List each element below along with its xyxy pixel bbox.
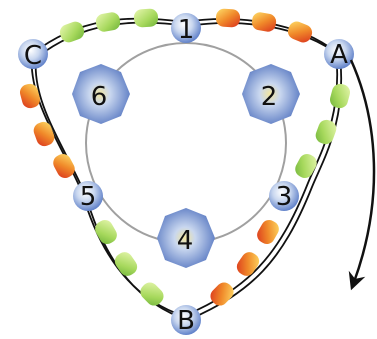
bead-green-9: [329, 83, 351, 109]
label-2: 2: [261, 82, 278, 112]
bead-green-14: [140, 282, 164, 306]
label-6: 6: [91, 82, 108, 112]
bead-orange-17: [210, 282, 234, 306]
label-1: 1: [178, 15, 195, 45]
bead-orange-4: [251, 12, 277, 32]
node-c: [18, 39, 48, 69]
bead-orange-5: [287, 21, 313, 43]
node-a: [324, 39, 354, 69]
label-5: 5: [80, 182, 97, 212]
bead-orange-7: [33, 121, 55, 147]
label-3: 3: [276, 182, 293, 212]
bead-orange-3: [215, 8, 241, 28]
rotation-arrow: [348, 59, 376, 291]
label-b: B: [177, 306, 195, 336]
node-5: [73, 181, 103, 211]
label-4: 4: [177, 226, 194, 256]
bead-green-1: [95, 12, 121, 32]
bead-orange-8: [53, 153, 75, 179]
label-a: A: [330, 40, 348, 70]
bead-green-13: [114, 252, 138, 276]
outer-strand: [30, 17, 343, 321]
node-3: [269, 181, 299, 211]
big-node-4: [157, 208, 215, 268]
bead-orange-15: [257, 220, 279, 244]
big-node-6: [72, 64, 130, 124]
bead-green-11: [295, 153, 317, 179]
bead-green-12: [95, 220, 117, 244]
bead-orange-6: [19, 83, 41, 109]
big-node-2: [242, 64, 300, 124]
label-c: C: [24, 41, 42, 71]
bead-group: [19, 8, 351, 306]
bead-green-2: [133, 8, 159, 28]
bead-green-10: [315, 119, 337, 145]
node-1: [171, 13, 201, 43]
node-b: [171, 305, 201, 335]
bead-orange-16: [236, 252, 260, 276]
bead-green-0: [59, 21, 85, 43]
